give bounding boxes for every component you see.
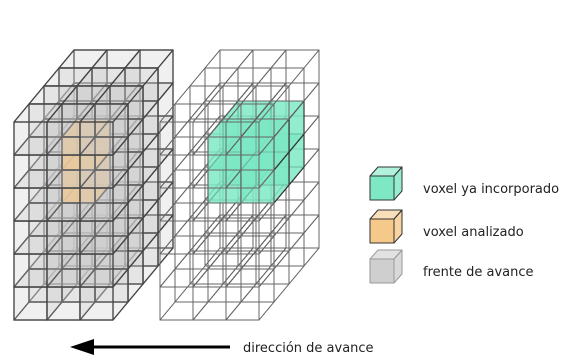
voxel-2-0-0-face-front [79,286,114,321]
voxel-0-4-0-face-front [159,154,194,189]
voxel-2-4-0-face-front [225,154,260,189]
voxel-0-4-0-face-front [13,154,48,189]
legend-label-analyzed: voxel analizado [423,225,524,240]
voxel-1-5-0-face-front [192,121,227,156]
voxel-1-5-0-face-front [46,121,81,156]
voxel-1-3-0-face-front [192,187,227,222]
legend-item-front: frente de avance [369,249,534,284]
voxel-1-3-0-face-front [46,187,81,222]
voxel-1-0-0-face-front [46,286,81,321]
voxel-2-5-0-face-front [79,121,114,156]
legend-item-analyzed: voxel analizado [369,209,524,244]
voxel-0-0-0-face-front [13,286,48,321]
voxel-2-5-0-face-front [225,121,260,156]
legend-cube-analyzed-icon [369,209,403,244]
incorporated-voxels-block [159,49,320,321]
voxel-1-2-0-face-front [46,220,81,255]
voxel-2-3-0-face-front [79,187,114,222]
legend-cube-front-icon [369,249,403,284]
voxel-0-5-0-face-front [159,121,194,156]
voxel-2-1-0-face-front [225,253,260,288]
voxel-1-4-0-face-front [46,154,81,189]
voxel-0-2-0-face-front [159,220,194,255]
legend: voxel ya incorporado voxel analizado fre… [369,166,559,284]
voxel-0-3-0-face-front [13,187,48,222]
direction-arrow [70,339,230,355]
legend-item-incorporated: voxel ya incorporado [369,166,559,201]
legend-label-incorporated: voxel ya incorporado [423,182,559,197]
voxel-2-2-0-face-front [79,220,114,255]
voxel-2-1-0-face-front [79,253,114,288]
voxel-2-4-0-face-front [79,154,114,189]
direction-caption: dirección de avance [243,341,374,356]
voxel-1-4-0-face-front [192,154,227,189]
voxel-2-0-0-face-front [225,286,260,321]
voxel-0-0-0-face-front [159,286,194,321]
arrow-head-icon [70,339,94,355]
legend-label-front: frente de avance [423,265,534,280]
voxel-0-2-0-face-front [13,220,48,255]
voxel-2-2-0-face-front [225,220,260,255]
voxel-2-3-0-face-front [225,187,260,222]
voxel-1-2-0-face-front [192,220,227,255]
advance-front-block [13,49,174,321]
voxel-1-1-0-face-front [46,253,81,288]
legend-cube-front [369,175,395,201]
legend-cube-front [369,258,395,284]
voxel-0-1-0-face-front [159,253,194,288]
voxel-0-1-0-face-front [13,253,48,288]
legend-cube-incorporated-icon [369,166,403,201]
voxel-0-5-0-face-front [13,121,48,156]
voxel-0-3-0-face-front [159,187,194,222]
voxel-1-1-0-face-front [192,253,227,288]
legend-cube-front [369,218,395,244]
voxel-1-0-0-face-front [192,286,227,321]
